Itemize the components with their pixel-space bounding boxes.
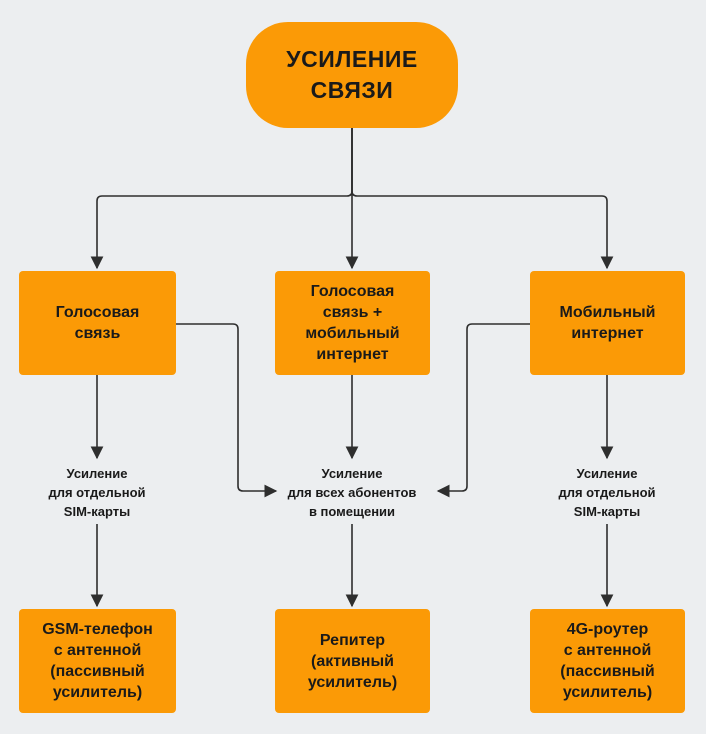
category-voice-node: Голосовая связь [19, 271, 176, 375]
device-repeater-node: Репитер (активный усилитель) [275, 609, 430, 713]
edge-voice-to-room-scope [176, 323, 278, 498]
root-node: УСИЛЕНИЕ СВЯЗИ [246, 22, 458, 128]
edge-root-to-voice [90, 128, 353, 270]
scope-room-label: Усиление для всех абонентов в помещении [279, 462, 425, 522]
scope-sim-label-right: Усиление для отдельной SIM-карты [547, 462, 667, 522]
scope-sim-label-left: Усиление для отдельной SIM-карты [37, 462, 157, 522]
device-4g-router-node: 4G-роутер с антенной (пассивный усилител… [530, 609, 685, 713]
category-voice-internet-node: Голосовая связь + мобильный интернет [275, 271, 430, 375]
edge-internet-to-room-scope [436, 323, 530, 498]
device-gsm-phone-node: GSM-телефон с антенной (пассивный усилит… [19, 609, 176, 713]
category-internet-node: Мобильный интернет [530, 271, 685, 375]
edge-root-to-internet [351, 128, 614, 270]
